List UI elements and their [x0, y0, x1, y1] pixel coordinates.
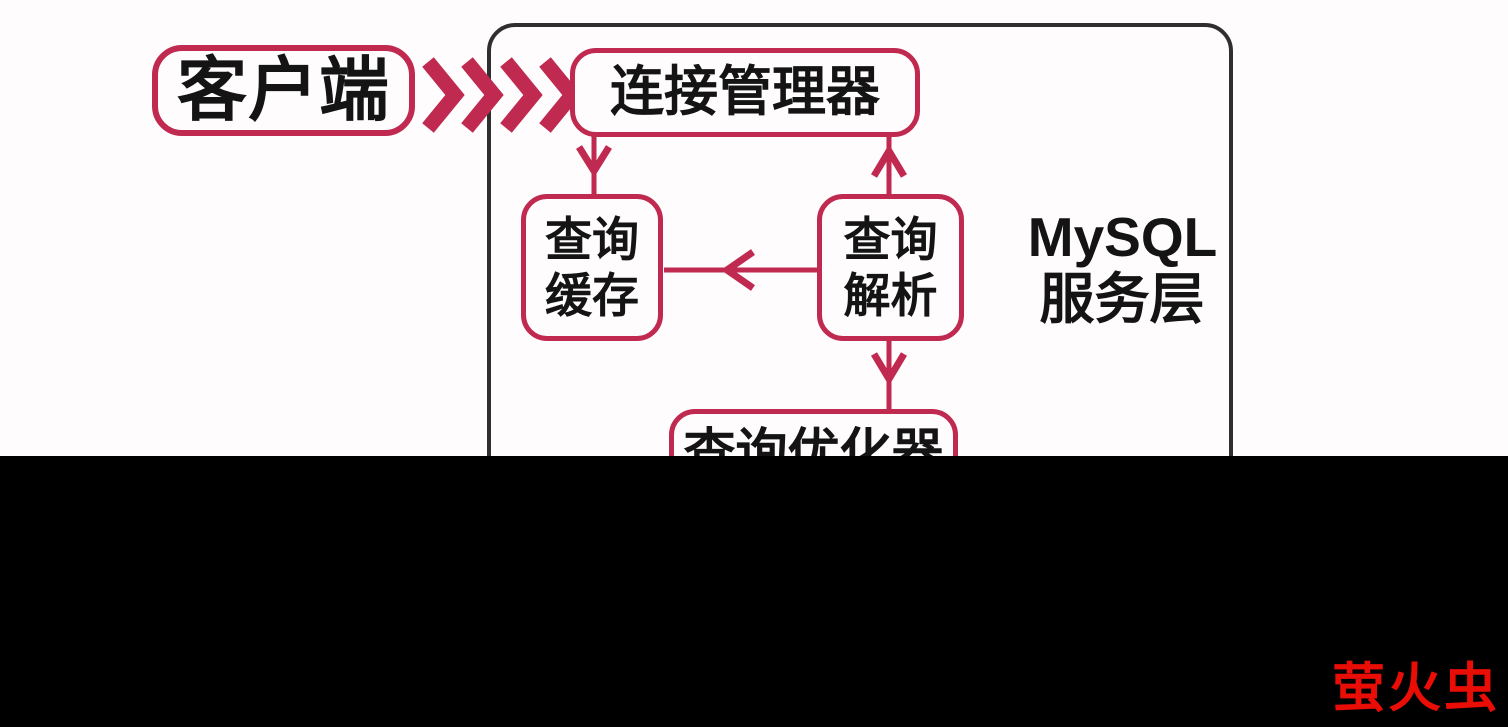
node-query-cache-label: 查询 缓存 — [545, 212, 639, 323]
node-connection-manager-label: 连接管理器 — [610, 61, 880, 122]
node-client-label: 客户端 — [177, 51, 390, 130]
node-query-parser-line2: 解析 — [843, 268, 938, 322]
node-connection-manager: 连接管理器 — [570, 48, 920, 137]
node-query-parser: 查询 解析 — [817, 194, 964, 341]
node-query-cache-line1: 查询 — [545, 213, 639, 267]
letterbox-bar — [0, 456, 1508, 727]
watermark-text: 萤火虫 — [1332, 660, 1500, 718]
node-query-cache: 查询 缓存 — [521, 194, 663, 341]
node-query-parser-line1: 查询 — [843, 213, 938, 267]
node-query-cache-line2: 缓存 — [545, 268, 639, 322]
node-query-parser-label: 查询 解析 — [844, 212, 938, 323]
service-layer-label-line2: 服务层 — [1039, 267, 1205, 330]
node-client: 客户端 — [152, 45, 415, 136]
service-layer-label-line1: MySQL — [1027, 206, 1217, 268]
service-layer-label: MySQL 服务层 — [1003, 206, 1241, 330]
